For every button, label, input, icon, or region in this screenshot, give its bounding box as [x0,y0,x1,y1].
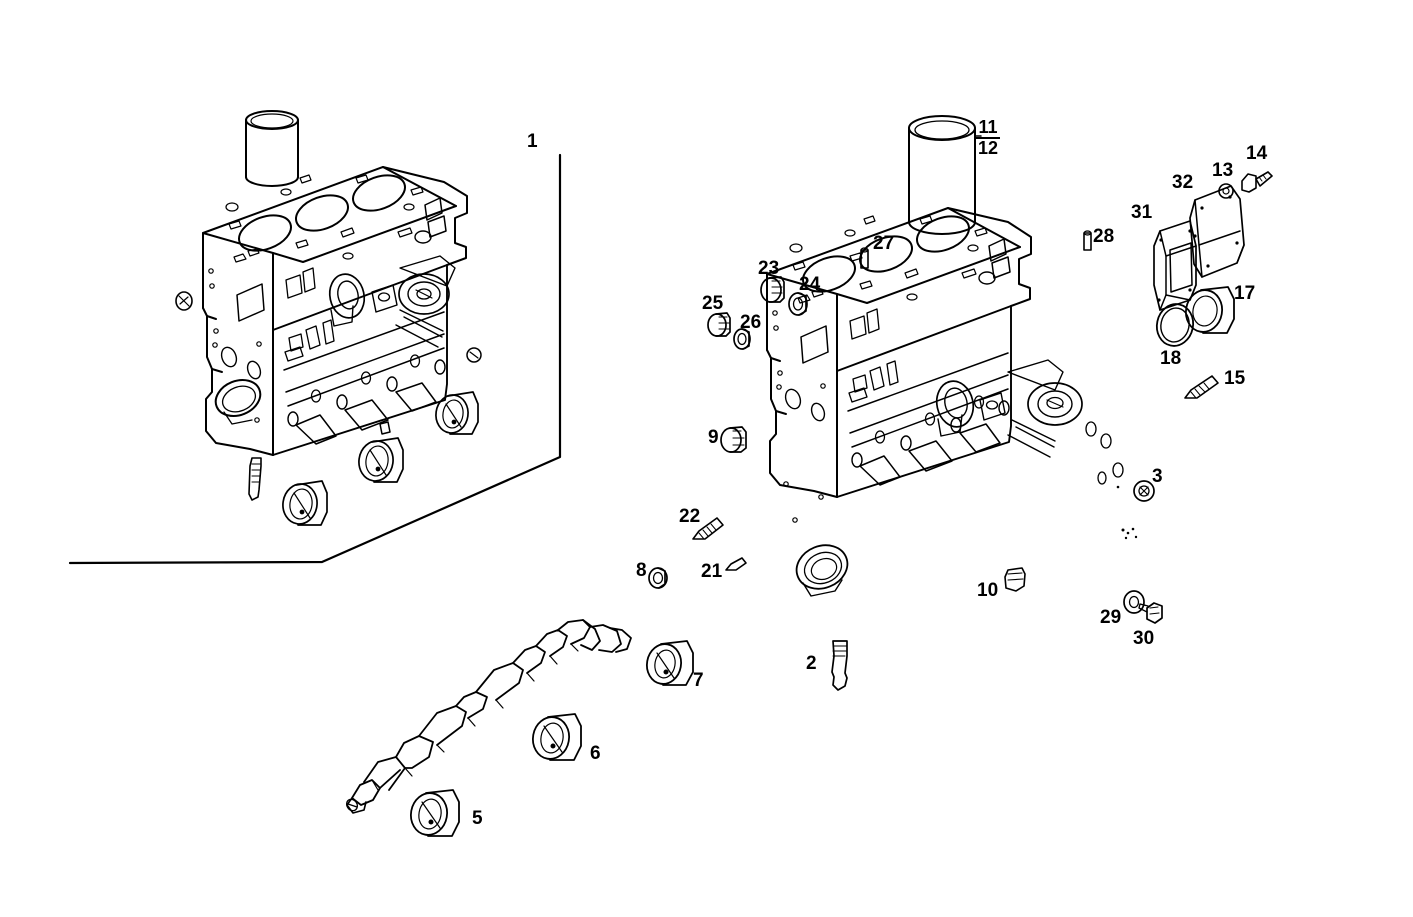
part-21-dowel-pin [725,557,747,571]
callout-7: 7 [693,670,704,691]
right-block-side-face [836,305,1124,498]
part-9-bush [720,426,747,453]
part-24-washer [788,292,808,316]
part-27-dowel-sleeve [860,247,869,269]
left-block-side-face [272,255,456,456]
left-cylinder-liner [245,110,299,187]
callout-17: 17 [1234,283,1256,304]
callout-18: 18 [1160,348,1182,369]
callout-5: 5 [472,808,483,829]
right-block-rear-lugs [978,238,1011,285]
callout-24: 24 [799,274,821,295]
callout-3: 3 [1152,466,1163,487]
left-block-top-deck [202,166,468,331]
left-loose-parts [175,291,482,526]
part-14-bolt [1241,171,1273,193]
callout-1: 1 [527,131,538,152]
callout-29: 29 [1100,607,1122,628]
right-cylinder-block-assembly [766,115,1124,597]
callout-6: 6 [590,743,601,764]
callout-fraction-bar [976,136,1000,139]
part-8-ring [648,567,668,589]
callout-25: 25 [702,293,724,314]
camshaft-bush-6 [532,713,582,761]
camshaft-assembly [346,619,694,837]
part-3-plug-screw [1133,480,1155,502]
callout-23: 23 [758,258,780,279]
callout-21: 21 [701,561,723,582]
callout-8: 8 [636,560,647,581]
callout-11-12: 11 12 [976,118,1000,158]
callout-9: 9 [708,427,719,448]
part-18-o-ring [1155,303,1195,347]
part-30-screw [1138,602,1163,624]
callout-1-bracket [68,153,562,565]
callout-30: 30 [1133,628,1155,649]
part-26-washer [733,328,751,350]
callout-27: 27 [873,233,895,254]
part-23-plug [760,276,785,303]
part-2-bolt [831,640,848,691]
callout-11: 11 [978,117,998,137]
callout-26: 26 [740,312,762,333]
part-29-washer [1123,590,1145,614]
callout-12: 12 [977,137,999,158]
right-loose-parts [648,171,1273,691]
part-15-dowel-pin [1184,375,1219,399]
part-32-cover-plate [1189,185,1245,278]
callout-32: 32 [1172,172,1194,193]
callout-31: 31 [1131,202,1153,223]
callout-22: 22 [679,506,701,527]
callout-15: 15 [1224,368,1246,389]
part-22-dowel-pin [692,517,724,540]
callout-2: 2 [806,653,817,674]
camshaft-bush-5 [410,789,460,837]
camshaft [346,619,632,814]
callout-10: 10 [977,580,999,601]
part-28-dowel-sleeve [1083,230,1092,251]
part-10-screw-plug [1004,567,1026,592]
part-25-plug [707,312,731,337]
callout-28: 28 [1093,226,1115,247]
part-13-washer [1218,183,1234,199]
left-block-rear-lugs [414,197,447,244]
callout-14: 14 [1246,143,1268,164]
left-cylinder-block-assembly [175,110,482,526]
stipple-marks [1116,485,1138,540]
callout-13: 13 [1212,160,1234,181]
right-block-top-deck [766,207,1032,372]
camshaft-bush-7 [646,640,694,686]
right-cylinder-liner [908,115,982,235]
